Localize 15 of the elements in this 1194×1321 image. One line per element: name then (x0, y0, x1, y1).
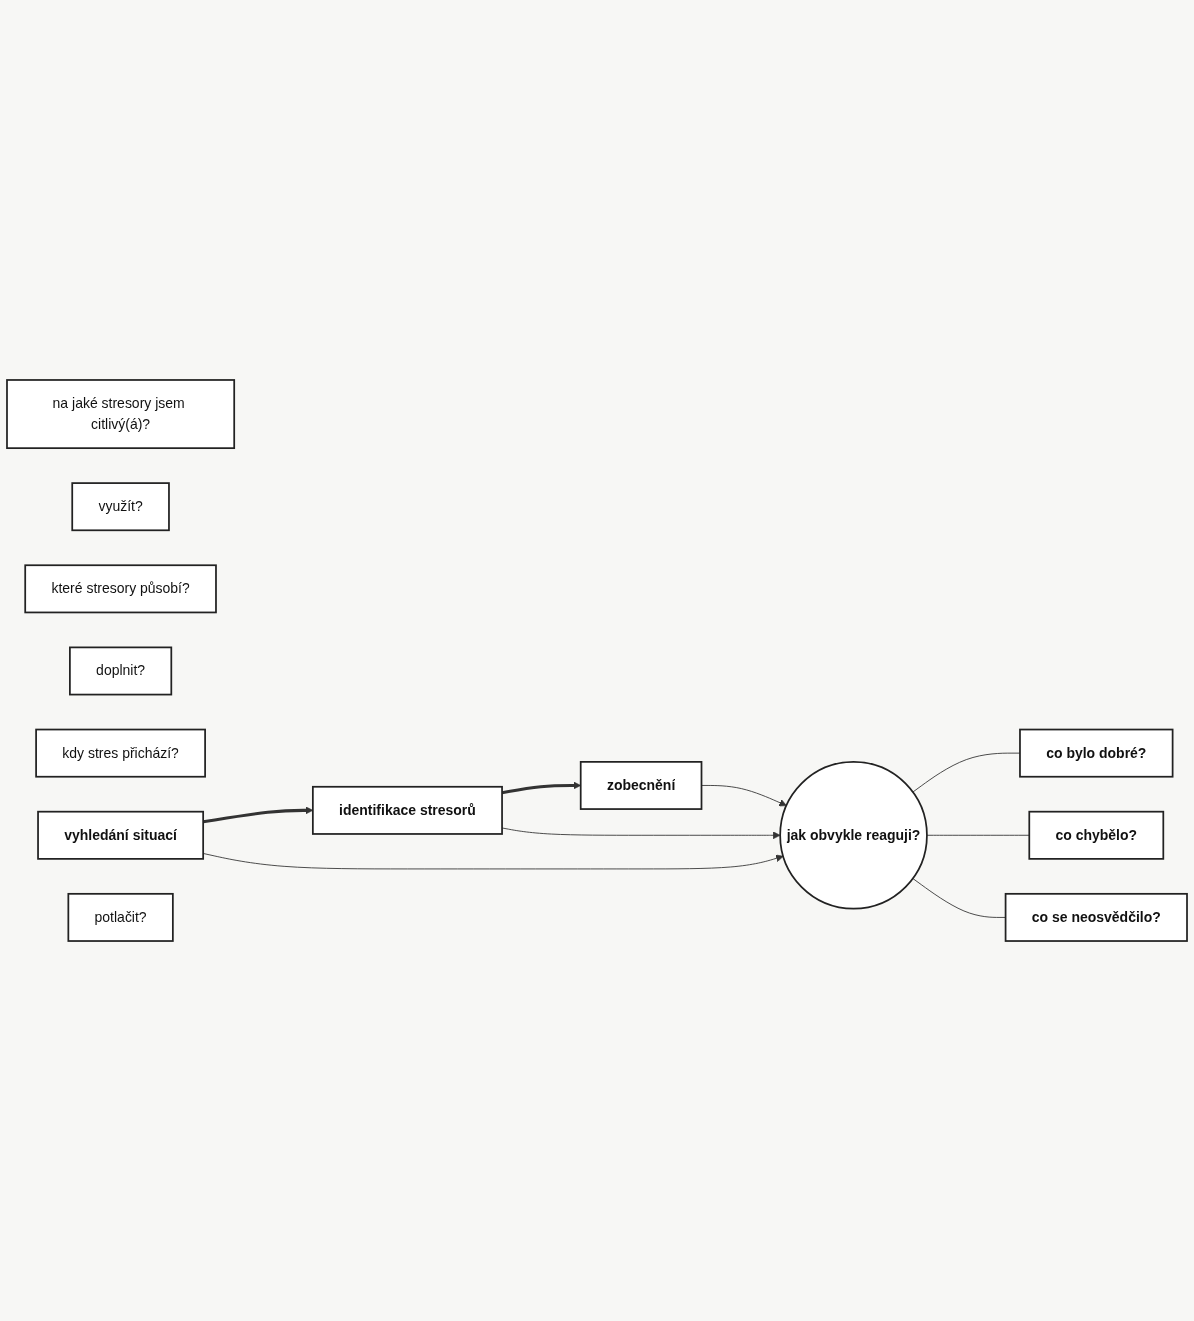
node-box: potlačit? (67, 892, 174, 942)
node-box: na jaké stresory jsem citlivý(á)? (6, 379, 236, 449)
node-circle: jak obvykle reaguji? (779, 761, 928, 910)
node-box: co chybělo? (1028, 810, 1165, 860)
node-box: co bylo dobré? (1019, 728, 1174, 778)
node-box: zobecnění (579, 761, 703, 810)
node-box: které stresory působí? (24, 564, 217, 614)
node-box: doplnit? (69, 646, 173, 696)
connector (912, 878, 1006, 918)
node-box: kdy stres přichází? (35, 728, 206, 778)
node-box: identifikace stresorů (311, 785, 503, 835)
node-box: co se neosvědčilo? (1004, 892, 1188, 942)
connector (926, 834, 1030, 836)
node-box: vyhledání situací (37, 810, 205, 860)
node-box: využít? (71, 482, 170, 532)
